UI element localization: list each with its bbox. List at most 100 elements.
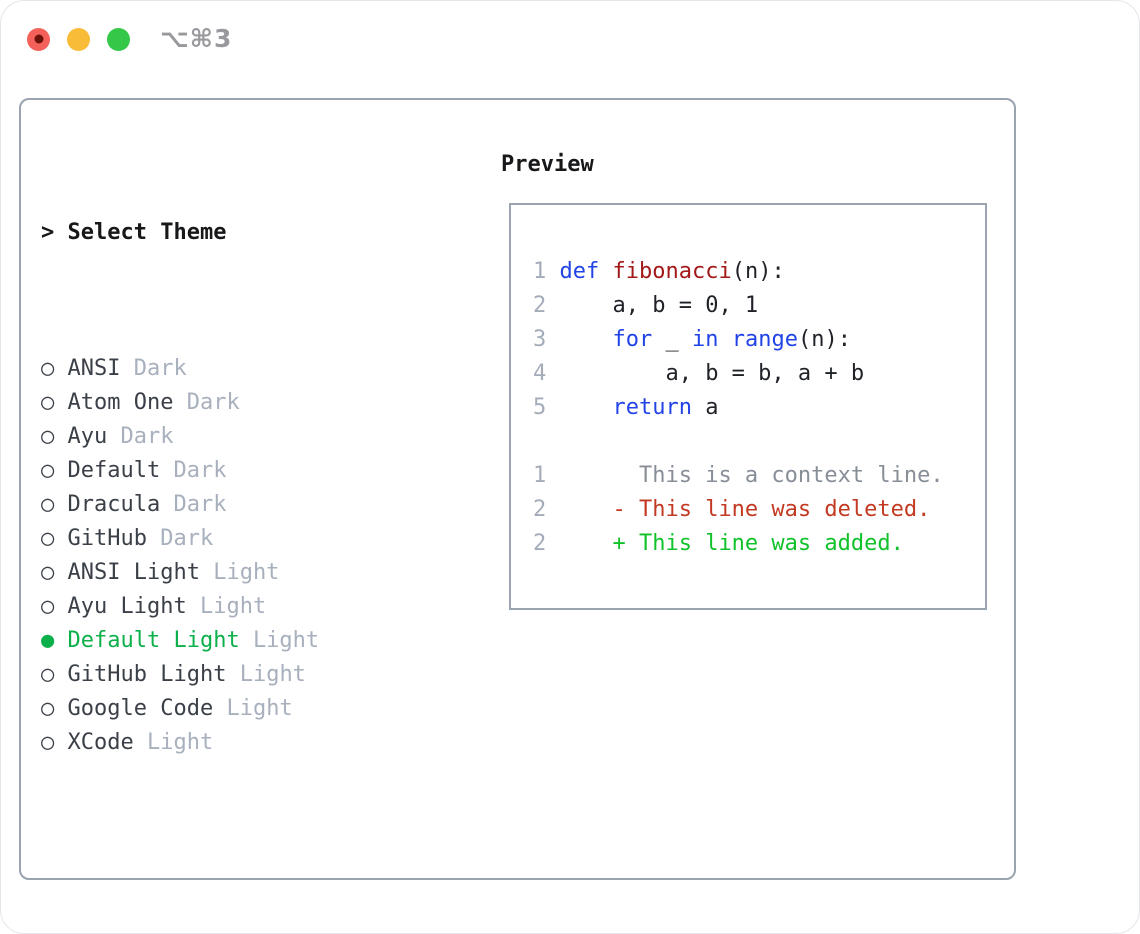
code-line: 5 return a [533, 391, 985, 425]
code-token: (n): [731, 259, 785, 284]
code-token: _ [652, 327, 692, 352]
theme-variant: Light [226, 696, 293, 721]
diff-line-deleted: 2 - This line was deleted. [533, 493, 985, 527]
preview-section: Preview 1 def fibonacci(n): 2 a, b = 0, 1… [501, 148, 987, 610]
code-token [560, 327, 613, 352]
gap [54, 424, 67, 449]
theme-item-xcode[interactable]: ○ XCode Light [41, 726, 514, 760]
line-number: 2 [533, 293, 560, 318]
gap [187, 594, 200, 619]
zoom-button[interactable] [107, 27, 130, 51]
gap [54, 560, 67, 585]
line-number: 5 [533, 395, 560, 420]
code-line: 2 a, b = 0, 1 [533, 289, 985, 323]
code-token [599, 259, 612, 284]
code-token: for [612, 327, 653, 352]
line-number: 2 [533, 497, 560, 522]
titlebar: ⌥⌘3 [27, 24, 233, 53]
line-number: 1 [533, 259, 560, 284]
line-number: 2 [533, 531, 560, 556]
theme-name: Ayu Light [67, 594, 187, 619]
radio-unselected-icon: ○ [41, 730, 55, 755]
preview-header: Preview [501, 152, 594, 177]
gap [54, 526, 67, 551]
radio-unselected-icon: ○ [41, 696, 55, 721]
spacer [41, 862, 514, 896]
theme-item-ayu-light[interactable]: ○ Ayu Light Light [41, 590, 514, 624]
gap [134, 730, 147, 755]
code-token: fibonacci [612, 259, 732, 284]
theme-name: Default Light [67, 628, 240, 653]
blank-line [533, 425, 985, 459]
theme-variant: Dark [186, 390, 240, 415]
cursor-marker-icon: > [41, 220, 55, 245]
theme-variant: Dark [173, 458, 227, 483]
diff-sample: 1 This is a context line.2 - This line w… [533, 459, 985, 561]
theme-item-default[interactable]: ○ Default Dark [41, 454, 514, 488]
theme-item-ansi[interactable]: ○ ANSI Dark [41, 352, 514, 386]
close-button[interactable] [27, 27, 50, 51]
theme-variant: Dark [133, 356, 187, 381]
theme-item-default-light[interactable]: ● Default Light Light [41, 624, 514, 658]
radio-unselected-icon: ○ [41, 594, 55, 619]
gap [54, 730, 67, 755]
theme-name: Atom One [67, 390, 174, 415]
gap [147, 526, 160, 551]
theme-items: ○ ANSI Dark○ Atom One Dark○ Ayu Dark○ De… [41, 352, 514, 760]
gap [160, 492, 173, 517]
theme-variant: Dark [160, 526, 214, 551]
code-token: a [691, 395, 719, 420]
gap [200, 560, 213, 585]
radio-unselected-icon: ○ [41, 390, 55, 415]
theme-variant: Light [199, 594, 267, 619]
radio-unselected-icon: ○ [41, 458, 55, 483]
select-theme-header-label: Select Theme [67, 220, 227, 245]
gap [54, 696, 67, 721]
theme-item-github-light[interactable]: ○ GitHub Light Light [41, 658, 514, 692]
theme-item-atom-one[interactable]: ○ Atom One Dark [41, 386, 514, 420]
diff-text: - This line was deleted. [559, 497, 931, 522]
code-token: a, b = b, a + b [559, 361, 865, 386]
theme-item-github[interactable]: ○ GitHub Dark [41, 522, 514, 556]
code-token [560, 395, 613, 420]
gap [54, 662, 67, 687]
diff-text: This is a context line. [559, 463, 944, 488]
theme-name: ANSI [67, 356, 121, 381]
gap [107, 424, 120, 449]
theme-variant: Dark [173, 492, 227, 517]
gap [54, 492, 67, 517]
diff-line-added: 2 + This line was added. [533, 527, 985, 561]
theme-name: GitHub [67, 526, 147, 551]
theme-item-google-code[interactable]: ○ Google Code Light [41, 692, 514, 726]
code-token: range [731, 327, 798, 352]
theme-variant: Light [213, 560, 280, 585]
theme-variant: Light [146, 730, 214, 755]
gap [54, 594, 67, 619]
minimize-button[interactable] [67, 27, 90, 51]
theme-item-ansi-light[interactable]: ○ ANSI Light Light [41, 556, 514, 590]
code-token: in [691, 327, 719, 352]
theme-name: ANSI Light [67, 560, 200, 585]
theme-name: XCode [67, 730, 134, 755]
theme-name: Google Code [67, 696, 214, 721]
code-token: return [612, 395, 692, 420]
theme-name: Default [67, 458, 161, 483]
radio-unselected-icon: ○ [41, 560, 55, 585]
code-token: def [559, 259, 600, 284]
theme-list: > Select Theme ○ ANSI Dark○ Atom One Dar… [41, 148, 514, 933]
code-line: 3 for _ in range(n): [533, 323, 985, 357]
theme-name: Dracula [67, 492, 161, 517]
gap [160, 458, 173, 483]
window-title: ⌥⌘3 [160, 24, 233, 53]
gap [213, 696, 226, 721]
diff-line-context: 1 This is a context line. [533, 459, 985, 493]
theme-item-dracula[interactable]: ○ Dracula Dark [41, 488, 514, 522]
theme-variant: Dark [120, 424, 174, 449]
radio-unselected-icon: ○ [41, 356, 55, 381]
theme-item-ayu[interactable]: ○ Ayu Dark [41, 420, 514, 454]
line-number: 1 [533, 463, 560, 488]
gap [54, 390, 67, 415]
radio-unselected-icon: ○ [41, 662, 55, 687]
